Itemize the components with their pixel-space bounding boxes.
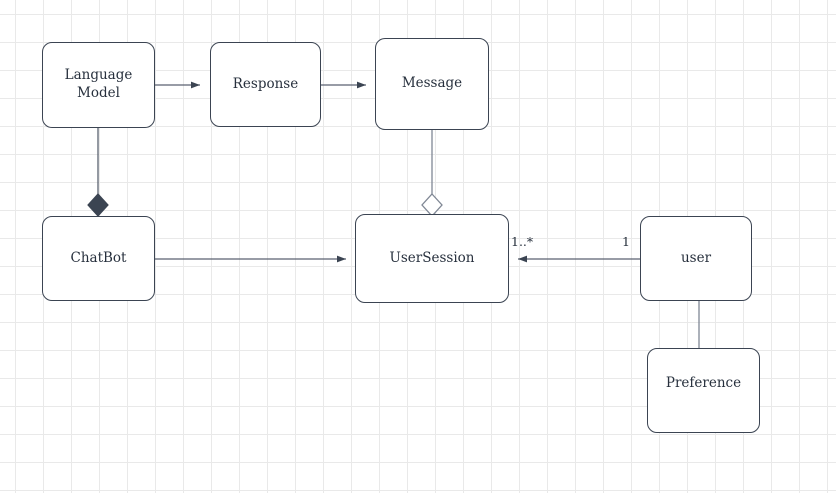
node-label-message: Message — [401, 75, 463, 92]
multiplicity-label-user: 1 — [622, 234, 630, 249]
filled-diamond-marker — [87, 193, 109, 217]
node-label-usersession: UserSession — [389, 249, 475, 266]
node-label-preference: Preference — [665, 375, 742, 391]
node-label-response: Response — [232, 75, 299, 92]
node-chatbot[interactable]: ChatBot — [42, 216, 155, 301]
multiplicity-label-usersession: 1..* — [511, 234, 534, 249]
edge-message-to-usersession — [421, 130, 443, 217]
hollow-diamond-marker — [421, 193, 443, 217]
node-user[interactable]: user — [640, 216, 752, 301]
node-label-user: user — [680, 249, 712, 266]
node-message[interactable]: Message — [375, 38, 489, 130]
node-language-model[interactable]: Language Model — [42, 42, 155, 128]
node-response[interactable]: Response — [210, 42, 321, 127]
node-label-chatbot: ChatBot — [70, 249, 127, 266]
node-preference[interactable]: Preference — [647, 348, 760, 433]
node-label-language-model: Language Model — [64, 67, 133, 101]
edge-language-model-to-chatbot — [87, 128, 109, 217]
node-usersession[interactable]: UserSession — [355, 214, 509, 303]
